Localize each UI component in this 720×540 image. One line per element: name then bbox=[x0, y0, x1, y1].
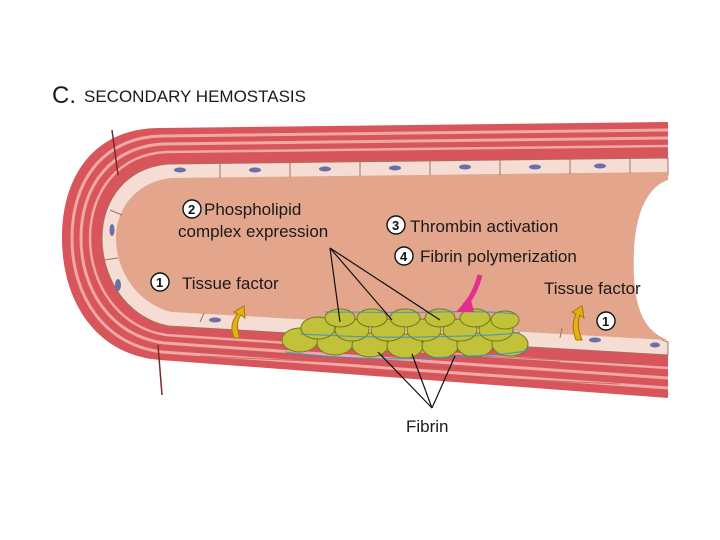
fibrin-strands bbox=[284, 311, 531, 360]
number-badge-3 bbox=[386, 215, 406, 235]
phospholipid-number: 2 bbox=[188, 202, 195, 217]
phospholipid-line1: Phospholipid bbox=[204, 200, 301, 219]
lumen bbox=[116, 172, 668, 340]
tissue-factor-left-number: 1 bbox=[156, 275, 163, 290]
tissue-factor-right-number: 1 bbox=[602, 314, 609, 329]
thrombin-arrow bbox=[456, 274, 483, 312]
tissue-factor-left-label: Tissue factor bbox=[182, 274, 279, 293]
thrombin-number: 3 bbox=[392, 218, 399, 233]
number-badge-1-right bbox=[596, 311, 616, 331]
label-thrombin: 3 Thrombin activation bbox=[386, 215, 558, 236]
tissue-factor-arrows bbox=[231, 305, 585, 341]
endothelial-cells bbox=[103, 159, 660, 348]
label-fibrin-polymerization: 4 Fibrin polymerization bbox=[394, 246, 577, 266]
number-badge-1-left bbox=[150, 272, 170, 292]
label-tissue-factor-left: 1 Tissue factor bbox=[150, 272, 279, 293]
fibrin-poly-number: 4 bbox=[400, 249, 408, 264]
label-tissue-factor-right: Tissue factor 1 bbox=[544, 279, 641, 331]
title-text: SECONDARY HEMOSTASIS bbox=[84, 87, 306, 106]
tissue-factor-right-label: Tissue factor bbox=[544, 279, 641, 298]
thrombin-label: Thrombin activation bbox=[410, 217, 558, 236]
number-badge-2 bbox=[182, 199, 202, 219]
fibrin-label: Fibrin bbox=[406, 417, 449, 436]
fibrin-poly-label: Fibrin polymerization bbox=[420, 247, 577, 266]
number-badge-4 bbox=[394, 246, 414, 266]
label-phospholipid: 2 Phospholipid complex expression bbox=[178, 199, 328, 241]
platelet-aggregate bbox=[281, 308, 531, 360]
pointer-lines bbox=[329, 247, 456, 409]
title-letter: C. bbox=[52, 82, 76, 109]
phospholipid-line2: complex expression bbox=[178, 222, 328, 241]
